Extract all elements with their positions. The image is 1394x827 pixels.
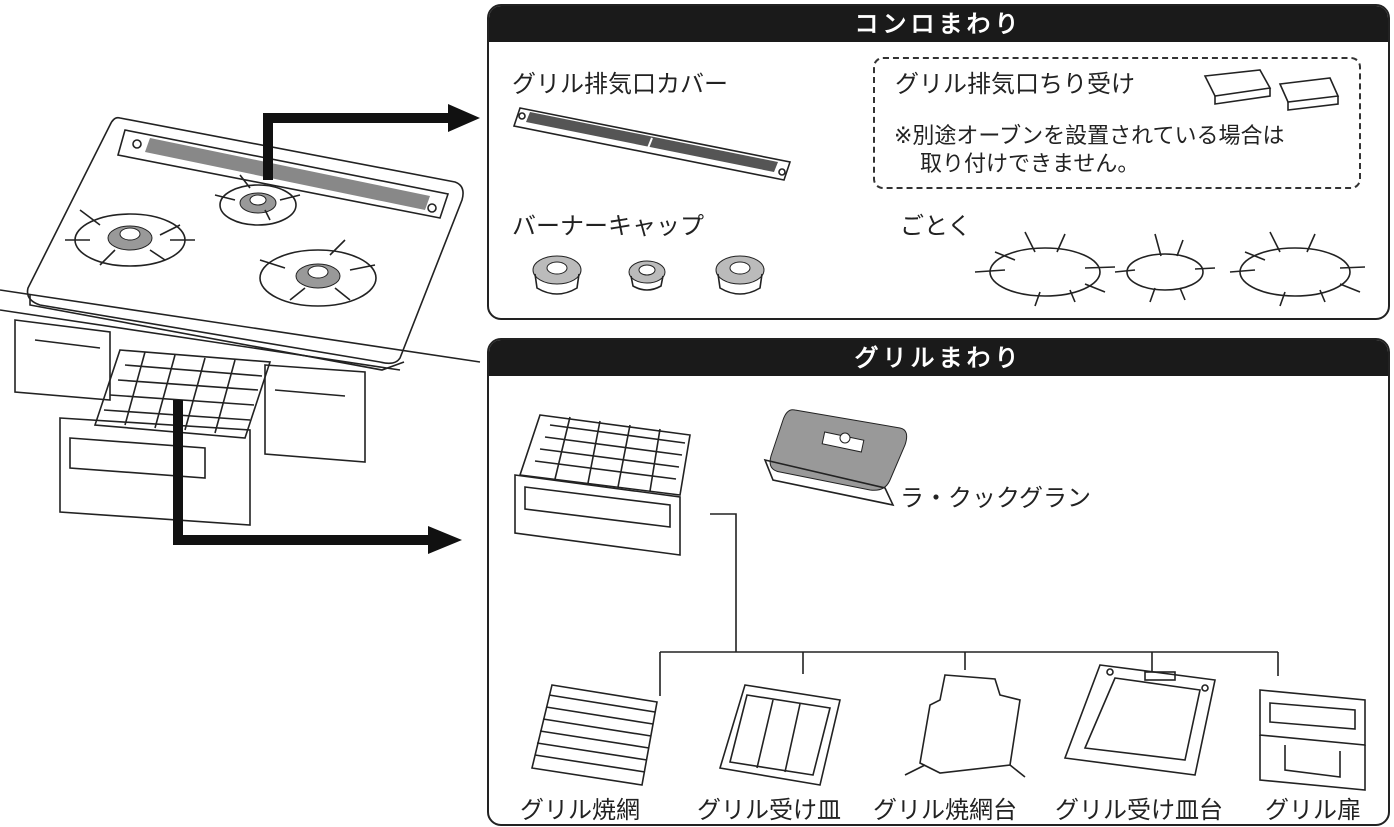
grill-part-label-door: グリル扉	[1265, 796, 1361, 824]
grill-parts-panel: グリルまわり	[487, 338, 1390, 826]
grill-part-label-tray: グリル受け皿	[697, 796, 841, 824]
grill-net-image	[531, 684, 658, 786]
grill-door-image	[1259, 689, 1366, 791]
grill-panel-title: グリルまわり	[489, 340, 1388, 376]
grill-tray-stand-image	[1063, 664, 1216, 776]
burner-caps-image	[532, 255, 765, 295]
dust-receiver-note-line2: 取り付けできません。	[920, 152, 1140, 177]
burner-rear	[219, 184, 297, 226]
dust-receiver-note-box	[873, 57, 1361, 189]
grill-part-label-tray-stand: グリル受け皿台	[1055, 796, 1223, 824]
la-cook-gran-image	[763, 409, 908, 507]
grill-parts-connector	[659, 513, 1279, 696]
dust-receiver-note-line1: ※別途オーブンを設置されている場合は	[894, 124, 1285, 149]
arrow-to-grill-panel	[173, 400, 462, 554]
exhaust-cover-image	[512, 107, 792, 181]
grill-tray-image	[718, 684, 841, 786]
grill-net-stand-image	[904, 674, 1026, 778]
la-cook-gran-label: ラ・クックグラン	[900, 484, 1092, 512]
arrow-to-stove-panel	[263, 104, 480, 180]
stove-panel-title: コンロまわり	[489, 6, 1388, 42]
dust-receiver-label: グリル排気口ちり受け	[895, 70, 1135, 98]
trivet-label: ごとく	[900, 212, 972, 240]
grill-part-label-net-stand: グリル焼網台	[873, 796, 1017, 824]
grill-part-label-net: グリル焼網	[520, 796, 640, 824]
stove-illustration	[0, 116, 481, 526]
dust-receiver-image	[1203, 69, 1340, 111]
trivets-image	[974, 231, 1366, 307]
grill-assembly-image	[514, 414, 691, 556]
burner-cap-label: バーナーキャップ	[512, 212, 704, 240]
burner-left	[74, 213, 186, 267]
burner-right	[259, 249, 377, 307]
exhaust-cover-label: グリル排気口カバー	[512, 70, 728, 98]
